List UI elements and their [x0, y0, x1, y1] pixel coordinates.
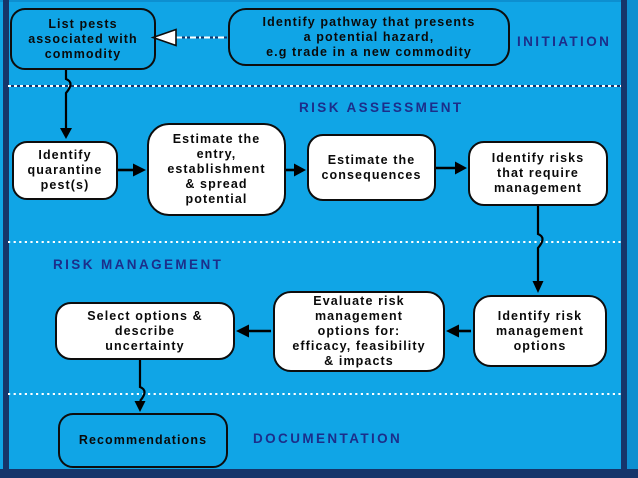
- connector-select-to-recommendations: [134, 360, 146, 412]
- connector-risks-to-mgmtoptions: [532, 206, 544, 293]
- phase-label-risk-management: RISK MANAGEMENT: [53, 257, 224, 272]
- connector-consequences-to-risks: [436, 161, 467, 175]
- frame-left-bar: [3, 0, 9, 478]
- node-estimate-entry-establishment-spread[interactable]: Estimate the entry, establishment & spre…: [147, 123, 286, 216]
- node-evaluate-risk-management-options[interactable]: Evaluate risk management options for: ef…: [273, 291, 445, 372]
- node-identify-pathway[interactable]: Identify pathway that presents a potenti…: [228, 8, 510, 66]
- arrow-down-icon: [134, 401, 146, 412]
- node-identify-quarantine-pests[interactable]: Identify quarantine pest(s): [12, 141, 118, 200]
- connector-evaluate-to-select: [236, 324, 271, 338]
- node-estimate-consequences[interactable]: Estimate the consequences: [307, 134, 436, 201]
- node-identify-risk-management-options[interactable]: Identify risk management options: [473, 295, 607, 367]
- connector-pathway-to-listpests: [150, 28, 227, 47]
- arrow-right-icon: [455, 161, 467, 175]
- connector-entry-to-consequences: [286, 163, 306, 177]
- node-recommendations[interactable]: Recommendations: [58, 413, 228, 468]
- arrow-left-icon: [236, 324, 249, 338]
- connector-quarantine-to-entry: [118, 163, 146, 177]
- frame-top-edge: [0, 0, 638, 2]
- phase-label-documentation: DOCUMENTATION: [253, 431, 403, 446]
- frame-right-bar: [621, 0, 627, 478]
- arrow-down-icon: [60, 128, 72, 139]
- arrow-right-icon: [133, 163, 146, 177]
- connector-listpests-to-quarantine: [60, 70, 72, 139]
- node-list-pests[interactable]: List pests associated with commodity: [10, 8, 156, 70]
- node-select-options-describe-uncertainty[interactable]: Select options & describe uncertainty: [55, 302, 235, 360]
- arrow-left-open-icon: [150, 28, 177, 47]
- connector-mgmtoptions-to-evaluate: [446, 324, 471, 338]
- arrow-left-icon: [446, 324, 459, 338]
- frame-bottom-bar: [0, 469, 638, 478]
- node-identify-risks-requiring-management[interactable]: Identify risks that require management: [468, 141, 608, 206]
- arrow-down-icon: [532, 281, 544, 293]
- arrow-right-icon: [294, 163, 306, 177]
- phase-label-risk-assessment: RISK ASSESSMENT: [299, 100, 464, 115]
- frame-right-band: [627, 0, 638, 478]
- phase-label-initiation: INITIATION: [517, 34, 612, 49]
